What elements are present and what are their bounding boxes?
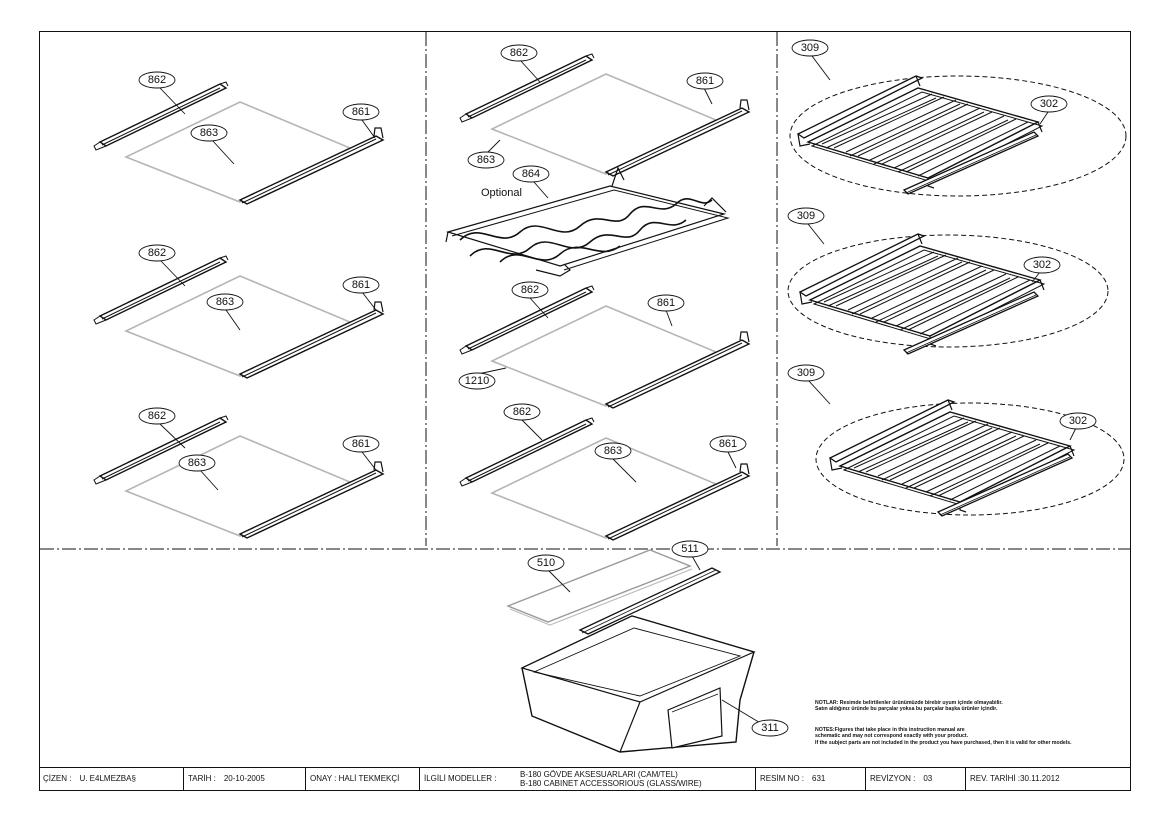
callout-302: 302 <box>1033 259 1051 271</box>
wire-shelf-group-1 <box>789 75 1127 197</box>
optional-label: Optional <box>481 187 522 199</box>
callout-861: 861 <box>352 279 370 291</box>
rev-date-value: REV. TARİHİ :30.11.2012 <box>970 774 1060 783</box>
callout-863: 863 <box>216 296 234 308</box>
crisper-cover-510 <box>506 549 693 626</box>
callout-861: 861 <box>696 75 714 87</box>
callout-863: 863 <box>200 127 218 139</box>
wine-rack-864 <box>445 166 730 277</box>
date-cell: TARİH : 20-10-2005 <box>184 767 306 790</box>
callout-510: 510 <box>537 557 555 569</box>
revision-label: REVİZYON : <box>870 774 916 783</box>
callout-511: 511 <box>681 543 699 555</box>
crisper-trim-511 <box>578 567 722 635</box>
description-en: B-180 CABINET ACCESSORIOUS (GLASS/WIRE) <box>520 778 702 788</box>
drawing-no-label: RESİM NO : <box>760 774 805 783</box>
date-label: TARİH : <box>188 774 216 783</box>
note-text: Satın aldığınız üründe bu parçalar yoksa… <box>815 706 998 713</box>
callout-862: 862 <box>510 47 528 59</box>
callout-309: 309 <box>797 210 815 222</box>
models-cell: İLGİLİ MODELLER : B-180 GÖVDE AKSESUARLA… <box>420 767 756 790</box>
callout-862: 862 <box>513 406 531 418</box>
callout-863: 863 <box>604 445 622 457</box>
date-value: 20-10-2005 <box>223 774 265 783</box>
callout-861: 861 <box>719 438 737 450</box>
leader-lines <box>159 55 1077 725</box>
callout-862: 862 <box>148 247 166 259</box>
drawn-by-cell: ÇİZEN : U. E4LMEZBA§ <box>39 767 184 790</box>
note-text: NOTES:Figures that take place in this in… <box>815 727 965 733</box>
callout-863: 863 <box>188 457 206 469</box>
callout-311: 311 <box>761 722 779 734</box>
notes-en: NOTES:Figures that take place in this in… <box>815 727 1072 746</box>
drawing-no-value: 631 <box>812 774 826 783</box>
callout-863: 863 <box>477 154 495 166</box>
note-text: If the subject parts are not included in… <box>815 739 1072 746</box>
title-block <box>39 767 1131 790</box>
crisper-drawer-311 <box>520 615 756 753</box>
callout-861: 861 <box>657 297 675 309</box>
callout-302: 302 <box>1069 415 1087 427</box>
callout-309: 309 <box>801 42 819 54</box>
revision-cell: REVİZYON : 03 <box>866 767 966 790</box>
callout-861: 861 <box>352 438 370 450</box>
drawn-label: ÇİZEN : <box>43 774 72 783</box>
callout-302: 302 <box>1040 98 1058 110</box>
notes-tr: NOTLAR: Resimde belirtilenler ürünümüzde… <box>815 700 1003 713</box>
drawn-value: U. E4LMEZBA§ <box>79 774 136 783</box>
section-dividers <box>40 32 1130 550</box>
callout-862: 862 <box>148 410 166 422</box>
description: B-180 GÖVDE AKSESUARLARI (CAM/TEL) B-180… <box>520 770 702 788</box>
callout-1210: 1210 <box>465 375 489 387</box>
callout-861: 861 <box>352 106 370 118</box>
callout-864: 864 <box>522 168 540 180</box>
wire-shelf-group-2 <box>787 233 1109 355</box>
approved-cell: ONAY : HALİ TEKMEKÇİ <box>306 767 420 790</box>
wire-shelf-group-3 <box>815 399 1125 517</box>
revision-value: 03 <box>923 774 933 783</box>
drawing-frame <box>39 31 1131 791</box>
description-tr: B-180 GÖVDE AKSESUARLARI (CAM/TEL) <box>520 769 678 779</box>
note-text: NOTLAR: Resimde belirtilenler ürünümüzde… <box>815 700 1003 706</box>
callout-862: 862 <box>148 74 166 86</box>
rev-date-cell: REV. TARİHİ :30.11.2012 <box>966 767 1131 790</box>
approved-value: ONAY : HALİ TEKMEKÇİ <box>310 774 400 783</box>
callout-309: 309 <box>797 367 815 379</box>
callout-ellipses <box>138 39 1097 737</box>
drawing-no-cell: RESİM NO : 631 <box>756 767 866 790</box>
callout-862: 862 <box>521 284 539 296</box>
models-label: İLGİLİ MODELLER : <box>424 774 497 783</box>
note-text: schematic and may not correspond exactly… <box>815 733 969 740</box>
